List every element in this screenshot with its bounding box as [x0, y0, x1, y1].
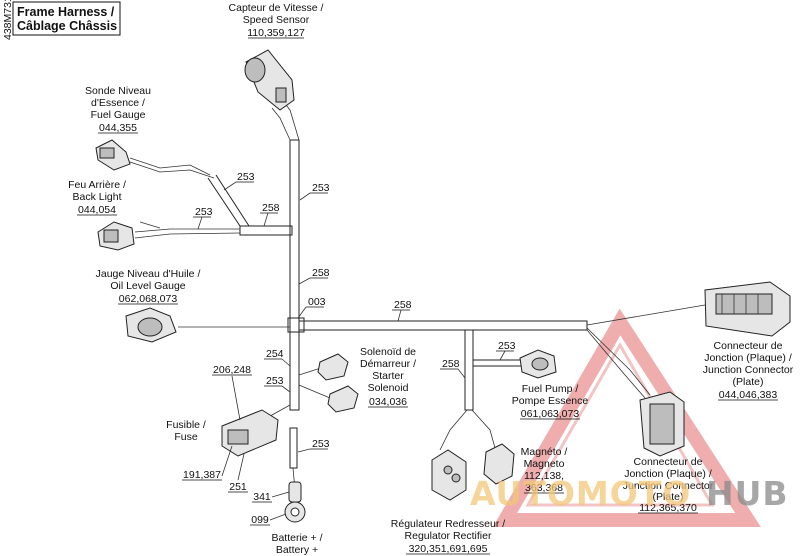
- solenoid-name-2: Démarreur /: [360, 358, 416, 370]
- solenoid-name-1: Solenoïd de: [360, 346, 416, 358]
- fuse-ref-side: 251: [229, 481, 247, 493]
- wire-ref-258-regulator: 258: [442, 358, 460, 370]
- solenoid-name-3: Starter: [372, 370, 404, 382]
- wire-ref-258-trunk: 258: [312, 267, 330, 279]
- regulator-name-2: Regulator Rectifier: [405, 530, 492, 542]
- regulator-label: Régulateur Redresseur / Regulator Rectif…: [391, 518, 505, 555]
- magneto-label: Magnéto / Magneto 112,138, 363,368: [521, 446, 568, 494]
- junction-connector-plate-top: [704, 281, 791, 337]
- fuel-gauge-label: Sonde Niveau d'Essence / Fuel Gauge 044,…: [85, 85, 151, 134]
- wire-ref-254: 254: [266, 348, 284, 360]
- fuel-gauge-ref: 044,355: [99, 122, 137, 134]
- fuel-pump-label: Fuel Pump / Pompe Essence 061,063,073: [512, 383, 589, 420]
- battery-name-2: Battery +: [276, 544, 318, 556]
- oil-gauge-ref: 062,068,073: [119, 293, 178, 305]
- junction-top-name-3: Junction Connector: [703, 364, 794, 376]
- magneto-name-1: Magnéto /: [521, 446, 568, 458]
- fuse-ref-top: 206,248: [213, 364, 251, 376]
- junction-connector-plate-bottom: [639, 391, 685, 457]
- fuel-gauge-connector: [95, 139, 131, 171]
- regulator-ref: 320,351,691,695: [409, 543, 488, 555]
- fuse-ref-bottom: 191,387: [183, 469, 221, 481]
- regulator-connector-right: [483, 443, 515, 485]
- wire-ref-253-battery: 253: [312, 438, 330, 450]
- wire-ref-003: 003: [308, 296, 326, 308]
- starter-solenoid-label: Solenoïd de Démarreur / Starter Solenoid…: [360, 346, 416, 408]
- fuse-label: 206,248 Fusible / Fuse 191,387 251: [166, 364, 252, 493]
- oil-gauge-label: Jauge Niveau d'Huile / Oil Level Gauge 0…: [96, 268, 201, 305]
- fuel-pump-ref: 061,063,073: [521, 408, 580, 420]
- battery-ref-2: 099: [251, 514, 269, 526]
- junction-bottom-name-1: Connecteur de: [634, 456, 703, 468]
- junction-top-name-2: Jonction (Plaque) /: [704, 352, 792, 364]
- solenoid-connector-1: [317, 353, 349, 381]
- wire-ref-253-speed: 253: [312, 182, 330, 194]
- harness-trunks: [129, 99, 706, 491]
- fuel-gauge-name-2: d'Essence /: [91, 97, 145, 109]
- junction-bottom-ref: 112,365,370: [639, 502, 697, 514]
- wire-ref-253-fuel-gauge: 253: [237, 171, 255, 183]
- speed-sensor-label: Capteur de Vitesse / Speed Sensor 110,35…: [229, 2, 324, 39]
- title-line-1: Frame Harness /: [17, 5, 115, 19]
- speed-sensor-name-2: Speed Sensor: [243, 14, 310, 26]
- battery-terminal: [284, 481, 306, 523]
- oil-gauge-connector: [125, 307, 177, 343]
- wire-ref-258-back-light: 258: [262, 202, 280, 214]
- wire-ref-258-main: 258: [394, 299, 412, 311]
- fuel-pump-name-1: Fuel Pump /: [522, 383, 579, 395]
- wire-ref-253-solenoid: 253: [266, 375, 284, 387]
- title-line-2: Câblage Châssis: [17, 19, 117, 33]
- fuse-holder: [221, 409, 279, 457]
- watermark-text-a: AUTOMOTO: [470, 474, 691, 513]
- solenoid-connector-2: [327, 385, 359, 413]
- junction-top-name-4: (Plate): [733, 376, 764, 388]
- junction-bottom-name-2: Jonction (Plaque) /: [624, 468, 712, 480]
- magneto-name-2: Magneto: [524, 458, 565, 470]
- fuel-pump-connector: [519, 349, 557, 379]
- battery-ref-1: 341: [253, 491, 271, 503]
- solenoid-name-4: Solenoid: [368, 382, 409, 394]
- watermark-text-b: HUB: [706, 474, 789, 513]
- junction-plate-top-label: Connecteur de Jonction (Plaque) / Juncti…: [703, 340, 794, 401]
- fuel-gauge-name-3: Fuel Gauge: [91, 109, 146, 121]
- junction-top-ref: 044,046,383: [719, 389, 778, 401]
- back-light-connector: [97, 221, 135, 251]
- magneto-ref-2: 363,368: [525, 482, 563, 494]
- wire-refs: 253 253 253 258 258 003 258 254 253 253 …: [193, 171, 516, 453]
- oil-gauge-name-2: Oil Level Gauge: [110, 280, 185, 292]
- wire-ref-253-back-light: 253: [195, 206, 213, 218]
- speed-sensor-ref: 110,359,127: [247, 27, 305, 39]
- fuel-pump-name-2: Pompe Essence: [512, 395, 589, 407]
- watermark: AUTOMOTO HUB: [470, 474, 789, 513]
- back-light-name-2: Back Light: [72, 191, 121, 203]
- oil-gauge-name-1: Jauge Niveau d'Huile /: [96, 268, 201, 280]
- junction-plate-bottom-label: Connecteur de Jonction (Plaque) / Juncti…: [623, 456, 714, 514]
- junction-bottom-name-3: Junction Connector: [623, 480, 714, 492]
- side-code: 438M731: [2, 0, 14, 40]
- battery-label: 341 099 Batterie + / Battery +: [250, 491, 323, 556]
- regulator-connector-left: [431, 449, 467, 501]
- fuse-name-1: Fusible /: [166, 419, 206, 431]
- title-box: Frame Harness / Câblage Châssis: [12, 1, 121, 36]
- junction-bottom-name-4: (Plate): [653, 491, 684, 503]
- solenoid-ref: 034,036: [369, 396, 407, 408]
- fuse-name-2: Fuse: [174, 431, 198, 443]
- speed-sensor-name-1: Capteur de Vitesse /: [229, 2, 324, 14]
- back-light-ref: 044,054: [78, 204, 116, 216]
- fuel-gauge-name-1: Sonde Niveau: [85, 85, 151, 97]
- back-light-label: Feu Arrière / Back Light 044,054: [68, 179, 126, 216]
- back-light-name-1: Feu Arrière /: [68, 179, 126, 191]
- junction-top-name-1: Connecteur de: [714, 340, 783, 352]
- magneto-ref-1: 112,138,: [524, 470, 564, 482]
- regulator-name-1: Régulateur Redresseur /: [391, 518, 505, 530]
- speed-sensor: [244, 49, 295, 111]
- wire-ref-253-fuel-pump: 253: [498, 340, 516, 352]
- battery-name-1: Batterie + /: [271, 532, 322, 544]
